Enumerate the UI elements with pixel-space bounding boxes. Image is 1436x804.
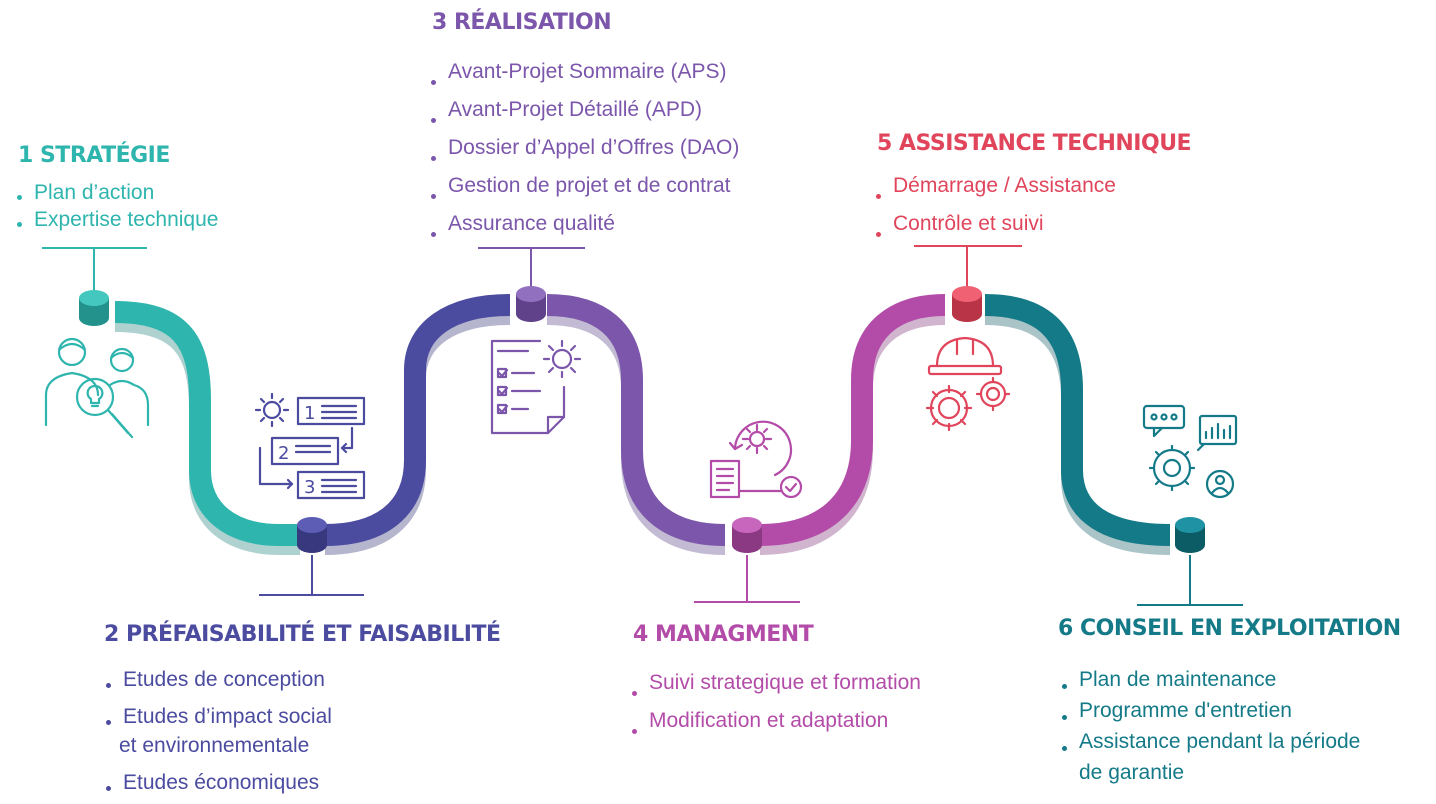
step-3-list: Avant-Projet Sommaire (APS) Avant-Projet… xyxy=(431,53,739,243)
node-5 xyxy=(952,286,982,322)
step-5-list: Démarrage / Assistance Contrôle et suivi xyxy=(876,167,1116,243)
segment-2 xyxy=(324,294,511,546)
list-item: Plan de maintenance xyxy=(1062,664,1360,695)
list-item: Dossier d’Appel d’Offres (DAO) xyxy=(431,129,739,167)
list-item: Avant-Projet Sommaire (APS) xyxy=(431,53,739,91)
step-1-title: 1 STRATÉGIE xyxy=(18,143,170,168)
segment-3 xyxy=(546,294,726,546)
node-2 xyxy=(297,517,327,553)
step-6-title: 6 CONSEIL EN EXPLOITATION xyxy=(1058,616,1401,641)
list-item: Assistance pendant la période xyxy=(1062,726,1360,757)
list-item: Gestion de projet et de contrat xyxy=(431,167,739,205)
list-item: Modification et adaptation xyxy=(632,702,921,740)
list-item: Expertise technique xyxy=(17,206,218,233)
document-cycle-gear-icon xyxy=(709,420,803,499)
svg-text:2: 2 xyxy=(278,443,289,464)
segment-5 xyxy=(984,294,1171,546)
list-item-continuation: de garantie xyxy=(1079,761,1185,784)
svg-text:3: 3 xyxy=(304,477,315,498)
hardhat-gears-icon xyxy=(925,336,1011,432)
step-2-list: Etudes de conception Etudes d’impact soc… xyxy=(106,665,332,797)
list-item: Contrôle et suivi xyxy=(876,205,1116,243)
list-item: Démarrage / Assistance xyxy=(876,167,1116,205)
list-item: Etudes d’impact social xyxy=(106,702,332,731)
segment-4 xyxy=(759,294,946,546)
node-6 xyxy=(1175,517,1205,553)
step-3-title: 3 RÉALISATION xyxy=(432,10,612,35)
node-3 xyxy=(516,286,546,322)
step-4-list: Suivi strategique et formation Modificat… xyxy=(632,664,921,740)
step-2-title: 2 PRÉFAISABILITÉ ET FAISABILITÉ xyxy=(104,622,501,647)
node-4 xyxy=(732,517,762,553)
list-item: Etudes économiques xyxy=(106,768,332,797)
list-item: Etudes de conception xyxy=(106,665,332,694)
list-item: Suivi strategique et formation xyxy=(632,664,921,702)
node-1 xyxy=(79,290,109,326)
list-item: Assurance qualité xyxy=(431,205,739,243)
team-lightbulb-search-icon xyxy=(44,337,150,439)
step-4-title: 4 MANAGMENT xyxy=(633,622,814,647)
list-item: Avant-Projet Détaillé (APD) xyxy=(431,91,739,129)
step-1-list: Plan d’action Expertise technique xyxy=(17,179,218,233)
list-item-continuation: et environnementale xyxy=(119,734,310,757)
step-6-list: Plan de maintenance Programme d'entretie… xyxy=(1062,664,1360,788)
list-item: Programme d'entretien xyxy=(1062,695,1360,726)
chat-chart-gear-user-icon xyxy=(1142,404,1238,499)
segment-1 xyxy=(114,301,300,546)
list-item: Plan d’action xyxy=(17,179,218,206)
svg-text:1: 1 xyxy=(304,403,315,424)
step-5-title: 5 ASSISTANCE TECHNIQUE xyxy=(877,131,1192,156)
checklist-gear-icon xyxy=(490,339,582,435)
numbered-process-gear-icon: 1 2 3 xyxy=(254,392,366,500)
